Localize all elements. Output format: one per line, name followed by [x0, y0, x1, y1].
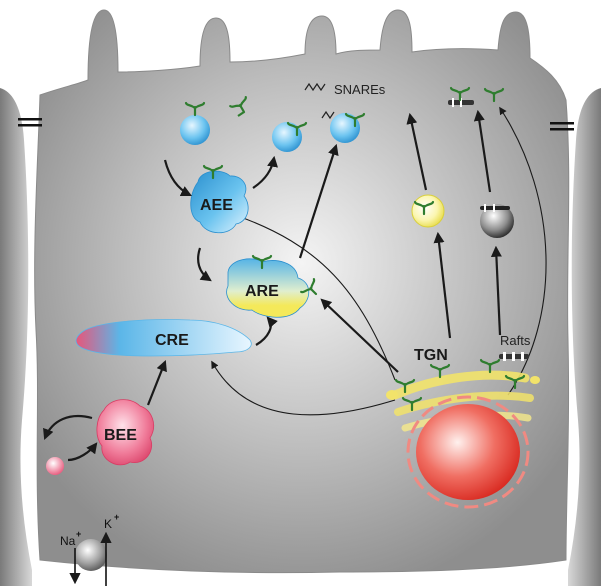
arrow-are-to-apical — [298, 143, 339, 259]
basolateral-vesicle — [46, 457, 64, 475]
are-label: ARE — [245, 283, 279, 300]
arrow-tgn-to-are — [320, 298, 399, 373]
cre-label: CRE — [155, 332, 189, 349]
snares-label: SNAREs — [334, 82, 386, 97]
k-charge: + — [114, 512, 119, 522]
raft-marker — [499, 352, 529, 361]
tgn-label: TGN — [414, 347, 448, 364]
apical-raft-cargo — [448, 86, 505, 107]
arrow-bee-to-cre — [146, 359, 167, 406]
na-k-pump — [69, 531, 112, 586]
arrow-aee-to-apical-vesicle — [252, 155, 278, 189]
common-recycling-endosome: CRE — [75, 319, 252, 357]
arrow-golgi-to-apical-membrane — [499, 106, 547, 396]
membrane-cargo-1 — [229, 96, 253, 118]
left-neighbor-cell — [0, 88, 32, 586]
rafts-label: Rafts — [500, 333, 531, 348]
bee-label: BEE — [104, 427, 137, 444]
aee-label: AEE — [200, 197, 233, 214]
apical-early-endosome: AEE — [190, 164, 249, 234]
na-ion-label: Na — [60, 534, 76, 548]
arrow-tgn-to-aee — [233, 213, 396, 381]
tight-junction-right — [550, 122, 574, 131]
tgn-derived-vesicle — [411, 194, 445, 228]
basolateral-early-endosome: BEE — [96, 399, 154, 466]
snares-marker — [304, 82, 335, 120]
arrow-bee-recycle — [43, 414, 93, 441]
nucleus — [406, 395, 530, 509]
arrow-golgi-to-cre — [211, 360, 396, 416]
arrow-cre-to-are — [255, 316, 278, 346]
right-neighbor-cell — [568, 88, 601, 586]
na-charge: + — [76, 529, 81, 539]
apical-vesicle-2 — [272, 121, 308, 152]
arrow-vesicle-to-aee — [163, 159, 192, 196]
k-ion-label: K — [104, 517, 112, 531]
arrow-yellow-vesicle-to-membrane — [406, 112, 428, 191]
apical-vesicle-3 — [330, 112, 366, 143]
arrow-aee-to-are — [197, 247, 212, 282]
raft-vesicle — [480, 204, 514, 238]
arrow-rafts-to-dark-vesicle — [490, 245, 502, 336]
tight-junction-left — [18, 118, 42, 127]
arrow-tgn-to-yellow-vesicle — [433, 231, 452, 339]
apical-recycling-endosome: ARE — [226, 254, 324, 318]
apical-vesicle-1 — [180, 101, 210, 145]
arrow-vesicle-to-bee — [67, 442, 98, 462]
arrow-dark-vesicle-to-membrane — [473, 109, 492, 193]
